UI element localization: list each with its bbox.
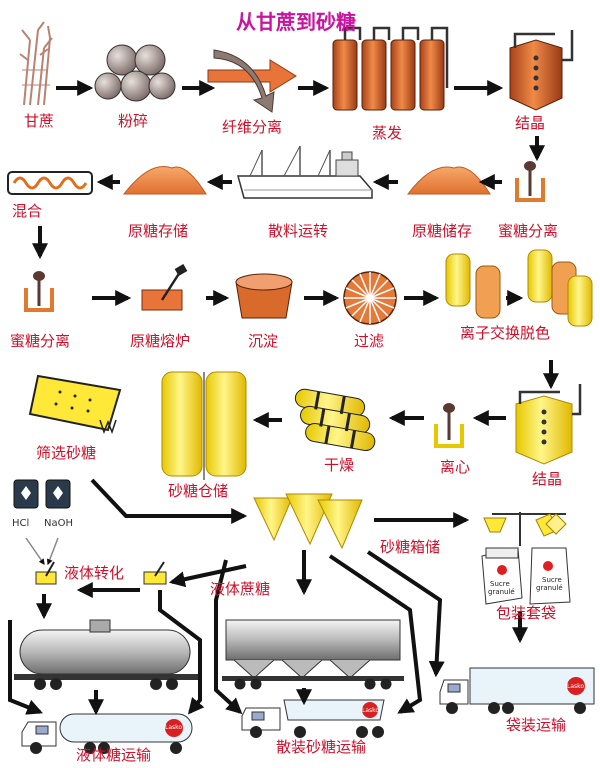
label-bulk-transfer: 散料运转 xyxy=(268,222,329,240)
bag-icon-2 xyxy=(529,547,571,605)
crusher-icon xyxy=(94,44,176,102)
label-crystallization-2: 结晶 xyxy=(532,470,563,488)
distribution-arrows xyxy=(8,550,445,716)
label-sugar-silo: 砂糖仓储 xyxy=(168,482,229,500)
fiber-separator-icon xyxy=(207,49,297,113)
label-acid: HCl xyxy=(12,518,30,529)
cane-icon xyxy=(19,21,53,106)
bag-icon-1 xyxy=(481,547,523,605)
raw-sugar-pile-icon-2 xyxy=(122,166,207,195)
filter-icon xyxy=(343,271,397,325)
label-sugar-screening: 筛选砂糖 xyxy=(36,444,97,462)
label-liquid-conversion: 液体转化 xyxy=(64,564,125,582)
label-evaporation: 蒸发 xyxy=(372,124,403,142)
label-filtration: 过滤 xyxy=(354,332,385,350)
ship-icon xyxy=(237,145,373,199)
hopper-car-icon xyxy=(222,619,404,690)
raw-sugar-pile-icon-1 xyxy=(406,166,491,195)
label-bulk-transport: 散装砂糖运输 xyxy=(276,738,367,756)
acid-bottle-icon xyxy=(13,479,39,509)
centrifuge-icon-2 xyxy=(24,271,54,312)
ion-exchange-icon xyxy=(445,249,593,327)
centrifuge-icon-3 xyxy=(434,403,464,448)
screen-icon xyxy=(28,374,122,435)
bag-text-line1-b: Sucre xyxy=(542,576,562,584)
crystallizer-icon-2 xyxy=(515,384,582,465)
chem-dosing-arrows xyxy=(25,537,59,566)
label-bagged-transport: 袋装运输 xyxy=(506,716,567,734)
bag-text-line2-b: granulé xyxy=(536,584,563,592)
scale-icon xyxy=(483,512,567,546)
label-raw-sugar-melter: 原糖熔炉 xyxy=(130,332,191,350)
melter-icon xyxy=(141,264,188,311)
row3-arrows xyxy=(92,290,559,390)
label-centrifuge: 离心 xyxy=(440,458,471,476)
label-cane: 甘蔗 xyxy=(24,112,55,130)
label-ion-exchange: 离子交换脱色 xyxy=(460,324,551,342)
truck-brand-bulk: Lasko xyxy=(362,707,380,714)
row1-arrows xyxy=(56,80,545,162)
dryer-icon xyxy=(294,388,376,452)
silo-icon xyxy=(161,371,247,480)
label-liquid-transport: 液体糖运输 xyxy=(76,746,152,764)
label-liquid-sugar: 液体蔗糖 xyxy=(210,580,271,598)
label-mixing: 混合 xyxy=(12,202,43,220)
label-crystallization-1: 结晶 xyxy=(515,114,546,132)
label-molasses-separation-1: 蜜糖分离 xyxy=(498,222,559,240)
label-crush: 粉碎 xyxy=(118,112,149,130)
label-base: NaOH xyxy=(44,518,73,529)
row2-arrows xyxy=(32,174,502,260)
label-molasses-separation-2: 蜜糖分离 xyxy=(10,332,71,350)
centrifuge-icon-1 xyxy=(515,161,545,202)
label-sedimentation: 沉淀 xyxy=(248,332,279,350)
truck-brand-liquid: Lasko xyxy=(165,724,183,731)
liquid-tank-icon-1 xyxy=(35,561,57,585)
liquid-tank-icon-2 xyxy=(143,561,167,585)
label-drying: 干燥 xyxy=(324,456,355,474)
label-sugar-bin-storage: 砂糖箱储 xyxy=(380,538,441,556)
truck-icon-bulk xyxy=(241,699,385,738)
label-fiber-separation: 纤维分离 xyxy=(222,118,283,136)
row4-arrows xyxy=(252,410,506,428)
bag-text-line2: granulé xyxy=(488,588,515,596)
label-raw-sugar-storage-1: 原糖储存 xyxy=(412,222,473,240)
diagram-title: 从甘蔗到砂糖 xyxy=(236,10,356,34)
tank-car-icon xyxy=(14,619,198,690)
hopper-icon xyxy=(253,493,363,550)
row5-arrows xyxy=(76,478,528,644)
truck-icon-liquid xyxy=(21,713,193,754)
label-packaging: 包装套袋 xyxy=(496,604,557,622)
label-raw-sugar-storage-2: 原糖存储 xyxy=(128,222,189,240)
mixer-screw-icon xyxy=(7,171,93,195)
settling-tank-icon xyxy=(235,273,293,319)
truck-brand-bagged: Lasko xyxy=(567,683,585,690)
crystallizer-icon-1 xyxy=(509,30,574,111)
evaporator-icon xyxy=(332,26,449,111)
truck-icon-bagged xyxy=(439,667,595,714)
bag-text-line1: Sucre xyxy=(490,580,510,588)
base-bottle-icon xyxy=(45,479,71,509)
